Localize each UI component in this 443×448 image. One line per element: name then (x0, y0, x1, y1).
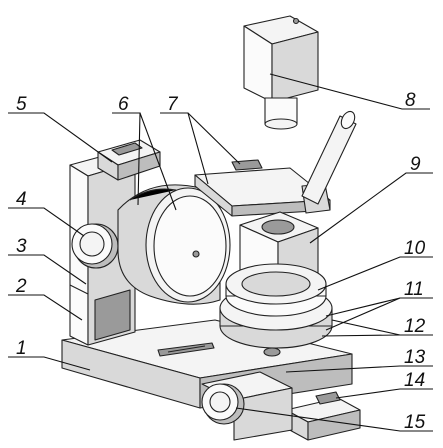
leader-line-10 (317, 256, 433, 291)
right-block (285, 391, 361, 441)
callout-8: 8 (405, 90, 416, 111)
callout-11: 11 (404, 279, 424, 300)
drum-disc (117, 184, 231, 305)
leader-line-12b (321, 334, 401, 337)
leader-line-14 (335, 388, 433, 399)
top-block (243, 15, 319, 130)
left-knob (71, 223, 119, 269)
leader-line-6b (139, 112, 177, 211)
top-bracket (97, 139, 161, 181)
callout-10: 10 (404, 238, 426, 259)
callout-14: 14 (404, 370, 425, 391)
leader-lines (8, 73, 433, 432)
leader-line-5 (8, 112, 113, 163)
callout-2: 2 (15, 276, 27, 297)
leader-line-7 (160, 112, 209, 185)
front-knob (201, 371, 293, 441)
leader-line-2 (8, 294, 83, 321)
callout-6: 6 (118, 94, 129, 115)
leader-line-4 (8, 207, 85, 237)
leader-line-11b (325, 297, 401, 331)
angled-pin (301, 110, 357, 205)
rotary-table (219, 263, 333, 357)
callout-labels: 1 2 3 4 5 6 7 8 9 10 11 12 13 14 15 (15, 90, 426, 433)
leader-line-7b (187, 112, 241, 165)
callout-12: 12 (404, 316, 426, 337)
callout-1: 1 (16, 338, 27, 359)
leader-line-9 (309, 172, 433, 244)
callout-13: 13 (404, 347, 426, 368)
leader-line-1 (8, 356, 91, 371)
callout-9: 9 (410, 154, 421, 175)
leader-line-13 (285, 365, 433, 373)
callout-3: 3 (16, 236, 27, 257)
callout-4: 4 (16, 189, 27, 210)
callout-7: 7 (167, 94, 179, 115)
callout-5: 5 (16, 94, 27, 115)
leader-line-15 (235, 407, 433, 432)
leader-line-3 (8, 254, 87, 285)
callout-15: 15 (404, 412, 426, 433)
leader-line-8 (269, 73, 430, 110)
